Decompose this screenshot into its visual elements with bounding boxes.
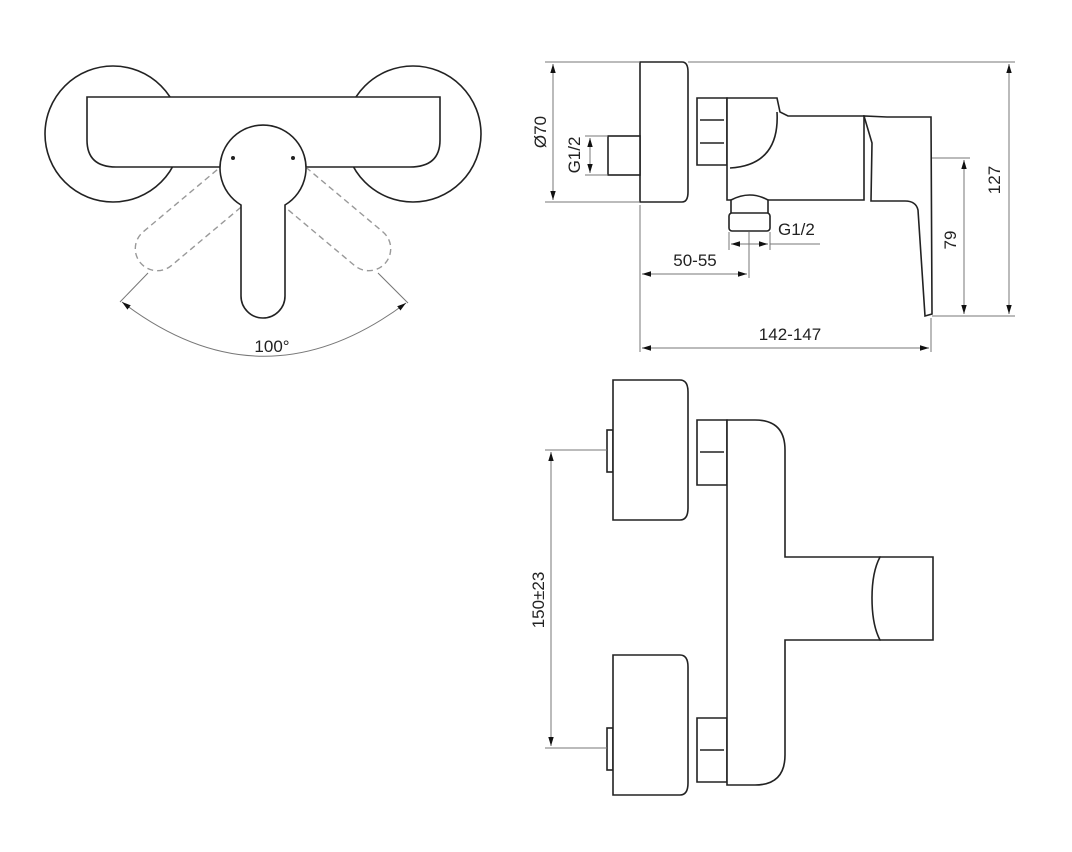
- inlet-pipe: [607, 135, 641, 176]
- inlet-pipe-bottom: [606, 727, 614, 771]
- outlet-offset-label: 50-55: [673, 251, 716, 270]
- angle-dimension-arc: [121, 301, 407, 357]
- wall-plate: [639, 61, 689, 203]
- side-view: Ø70 G1/2 G1/2 50-55 142-147 79 127: [531, 61, 1015, 352]
- lever: [862, 115, 933, 318]
- center-distance-label: 150±23: [529, 572, 548, 629]
- outlet-thread-label: G1/2: [778, 220, 815, 239]
- body-contour: [729, 111, 778, 169]
- wall-plate-top: [612, 379, 689, 521]
- total-height-label: 127: [985, 166, 1004, 194]
- diameter-label: Ø70: [531, 116, 550, 148]
- mixer-body: [726, 419, 881, 786]
- lever-dot: [231, 156, 235, 160]
- front-view: 100°: [44, 65, 482, 357]
- outlet-connector: [730, 194, 769, 216]
- top-view: 150±23: [529, 379, 934, 796]
- wall-plate-bottom: [612, 654, 689, 796]
- hex-nut: [696, 97, 728, 166]
- lever-dot: [291, 156, 295, 160]
- inlet-pipe-top: [606, 429, 614, 473]
- inlet-thread-label: G1/2: [565, 137, 584, 174]
- lever-height-label: 79: [941, 231, 960, 250]
- depth-label: 142-147: [759, 325, 821, 344]
- lever-top: [871, 556, 934, 641]
- hex-nut-top: [696, 419, 728, 486]
- angle-label: 100°: [254, 337, 289, 356]
- hex-nut-bottom: [696, 717, 728, 783]
- lever-handle: [219, 124, 307, 319]
- outlet-thread: [728, 212, 771, 232]
